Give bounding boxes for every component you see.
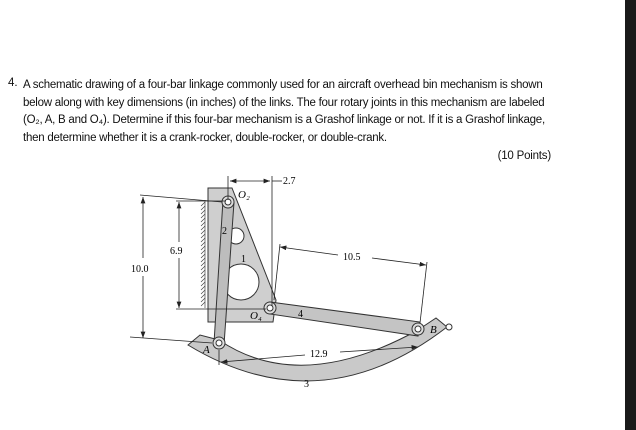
dim-6-9: 6.9	[170, 246, 183, 257]
problem-points: (10 Points)	[497, 150, 552, 162]
link-4	[269, 301, 421, 337]
dim-2-7: 2.7	[283, 176, 296, 187]
label-link-4: 4	[298, 309, 303, 320]
label-link-2: 2	[222, 226, 227, 237]
label-a: A	[202, 344, 210, 356]
dim-10-0: 10.0	[131, 264, 149, 275]
window-edge	[625, 0, 636, 430]
joint-b	[411, 322, 425, 336]
label-o4: O₄	[250, 310, 262, 322]
joint-o4	[263, 301, 277, 315]
dim-10-5: 10.5	[343, 252, 361, 263]
label-o2: O₂	[238, 189, 250, 201]
dim-12-9: 12.9	[310, 349, 328, 360]
joint-a	[212, 336, 226, 350]
problem-number: 4.	[8, 77, 18, 89]
link-3	[187, 317, 448, 382]
ground-hatching	[200, 200, 206, 308]
end-knob	[445, 323, 453, 331]
label-b: B	[430, 324, 437, 336]
dimension-lines	[129, 176, 428, 365]
label-link-3: 3	[304, 379, 309, 390]
label-link-1: 1	[241, 254, 246, 265]
problem-text: A schematic drawing of a four-bar linkag…	[23, 79, 545, 144]
